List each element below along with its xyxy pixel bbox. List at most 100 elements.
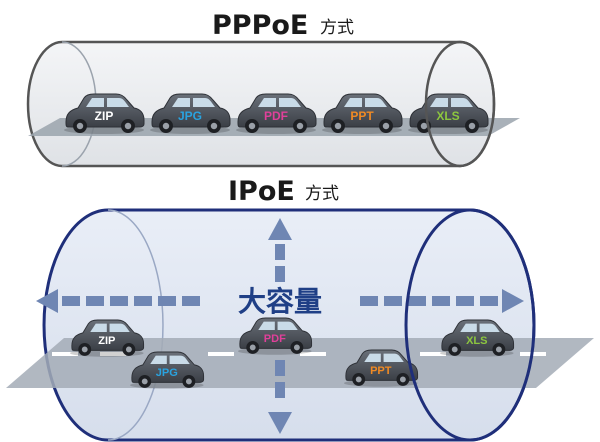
arrow-dash [275,382,285,398]
car-hubcap [495,346,502,353]
arrow-dash [456,296,474,306]
arrow-dash [360,296,378,306]
car-window [430,98,448,107]
car-label: JPG [156,367,178,379]
lane-dash [208,352,234,356]
arrow-dash [275,360,285,376]
car-window [107,98,129,107]
car: PDF [238,317,313,355]
car-label: PPT [370,365,392,377]
car-window [172,98,190,107]
car-hubcap [185,378,192,385]
lane-dash [100,352,126,356]
arrow-dash [182,296,200,306]
car: JPG [150,93,231,134]
car-window [169,355,190,364]
car-hubcap [124,122,132,130]
car-label: XLS [436,109,459,123]
arrow-dash [62,296,80,306]
arrow-right-head [502,289,524,313]
arrow-dash [432,296,450,306]
capacity-label: 大容量 [238,285,322,318]
car-window [451,98,473,107]
car: XLS [440,319,515,357]
car: JPG [130,351,205,389]
car-window [383,353,404,362]
car: XLS [408,93,489,134]
car-label: PDF [264,109,288,123]
car-hubcap [81,346,88,353]
arrow-up-head [268,218,292,240]
car-window [479,323,500,332]
arrow-down-head [268,412,292,434]
pppoe-title-text: PPPoE [212,10,308,41]
arrow-left-head [36,289,58,313]
car-window [279,98,301,107]
ipoe-pipe-back-rim [107,209,164,441]
car-hubcap [125,346,132,353]
car-hubcap [210,122,218,130]
lane-dash [300,352,326,356]
car-window [364,353,381,362]
car-window [90,323,107,332]
car-window [277,321,298,330]
arrow-dash [480,296,498,306]
car-window [258,321,275,330]
car-hubcap [382,122,390,130]
car-window [86,98,104,107]
capacity-arrows [36,218,524,434]
car-window [258,98,276,107]
car: PDF [236,93,317,134]
car-hubcap [399,376,406,383]
car-window [344,98,362,107]
car-label: PDF [264,333,286,345]
car-hubcap [76,122,84,130]
car-hubcap [249,344,256,351]
pppoe-title: PPPoE 方式 [212,10,354,41]
car-hubcap [420,122,428,130]
pppoe-title-suffix: 方式 [320,18,354,38]
arrow-dash [275,244,285,260]
pppoe-pipe-front [424,40,496,168]
arrow-dash [134,296,152,306]
ipoe-title: IPoE 方式 [228,176,339,207]
car-hubcap [293,344,300,351]
ipoe-pipe-front [404,208,536,442]
ipoe-title-text: IPoE [228,176,295,207]
car-hubcap [355,376,362,383]
ipoe-pipe-front-rim [404,208,536,442]
pppoe-cars: ZIP JPG PDF PPT XLS [64,93,489,134]
car-label: PPT [350,109,374,123]
car-window [365,98,387,107]
car: PPT [344,349,419,387]
ipoe-cars: ZIP JPG PDF PPT XLS [70,317,515,389]
car: PPT [322,93,403,134]
car: ZIP [70,319,145,357]
arrow-dash [158,296,176,306]
car-hubcap [248,122,256,130]
car-label: ZIP [98,335,115,347]
pppoe-pipe-front-rim [424,40,496,168]
car-hubcap [334,122,342,130]
car-label: JPG [178,109,202,123]
car-label: XLS [466,335,487,347]
arrow-dash [275,266,285,282]
lane-dash [52,352,78,356]
car-window [193,98,215,107]
car-window [150,355,167,364]
car: ZIP [64,93,145,134]
car-hubcap [451,346,458,353]
arrow-dash [86,296,104,306]
arrow-dash [408,296,426,306]
arrow-dash [384,296,402,306]
car-label: ZIP [95,109,114,123]
car-hubcap [141,378,148,385]
car-window [109,323,130,332]
car-hubcap [162,122,170,130]
ipoe-title-suffix: 方式 [305,184,339,204]
arrow-dash [110,296,128,306]
car-hubcap [468,122,476,130]
car-window [460,323,477,332]
